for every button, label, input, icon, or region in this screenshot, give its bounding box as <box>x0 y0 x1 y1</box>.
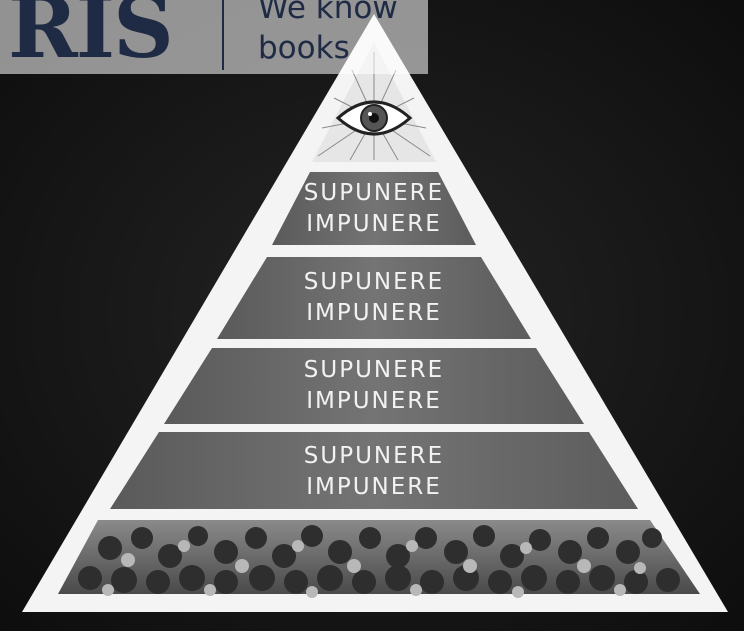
pyramid-tier-3-label: SUPUNERE IMPUNERE <box>254 355 494 417</box>
crowd-base <box>58 520 700 598</box>
tier-4-line-1: SUPUNERE <box>303 443 445 469</box>
pyramid-tier-band <box>164 348 584 424</box>
pyramid-tier-band <box>217 257 531 339</box>
tagline-line-2: books <box>258 30 350 66</box>
tagline-line-1: We know <box>258 0 398 26</box>
publisher-tagline: We know books <box>258 0 398 68</box>
tier-1-line-1: SUPUNERE <box>303 180 445 206</box>
pyramid-tier-4-label: SUPUNERE IMPUNERE <box>254 441 494 503</box>
tier-2-line-1: SUPUNERE <box>303 269 445 295</box>
pyramid-tier-band <box>110 432 638 509</box>
pyramid-tier-1-label: SUPUNERE IMPUNERE <box>254 178 494 240</box>
publisher-watermark: RIS We know books <box>0 0 428 74</box>
publisher-logo: RIS <box>8 0 174 77</box>
pyramid-tier-band <box>272 172 476 245</box>
watermark-divider <box>222 0 224 70</box>
tier-3-line-1: SUPUNERE <box>303 357 445 383</box>
tier-1-line-2: IMPUNERE <box>306 211 442 237</box>
tier-2-line-2: IMPUNERE <box>306 300 442 326</box>
eye-of-providence-icon <box>312 42 436 162</box>
tier-4-line-2: IMPUNERE <box>306 474 442 500</box>
pyramid-tier-2-label: SUPUNERE IMPUNERE <box>254 267 494 329</box>
tier-3-line-2: IMPUNERE <box>306 388 442 414</box>
